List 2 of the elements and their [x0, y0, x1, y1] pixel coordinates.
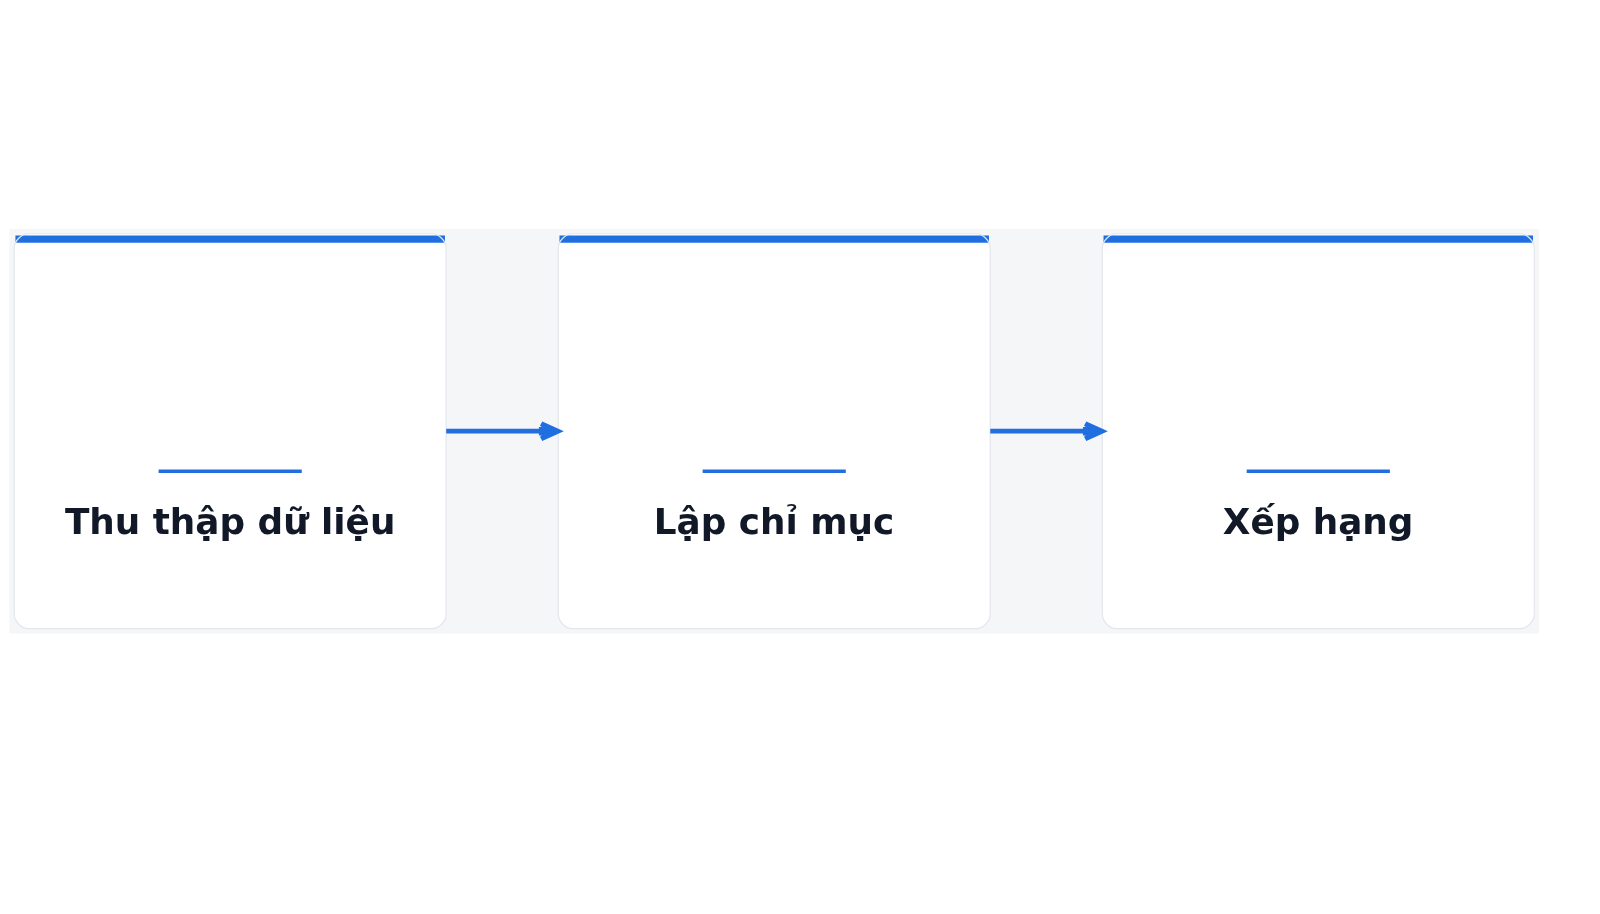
arrow [446, 421, 561, 442]
arrow [990, 421, 1105, 442]
